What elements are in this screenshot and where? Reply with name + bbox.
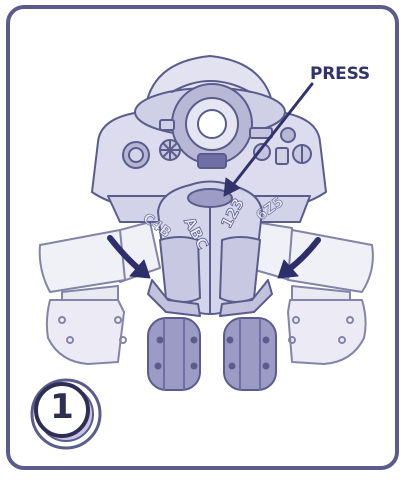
step-number: 1 (32, 387, 92, 427)
step-number-container: 1 (33, 381, 103, 451)
right-foot (224, 318, 276, 390)
center-panel (148, 182, 272, 317)
left-foot (148, 318, 200, 390)
press-label: PRESS (310, 64, 370, 84)
left-arm (40, 222, 160, 364)
